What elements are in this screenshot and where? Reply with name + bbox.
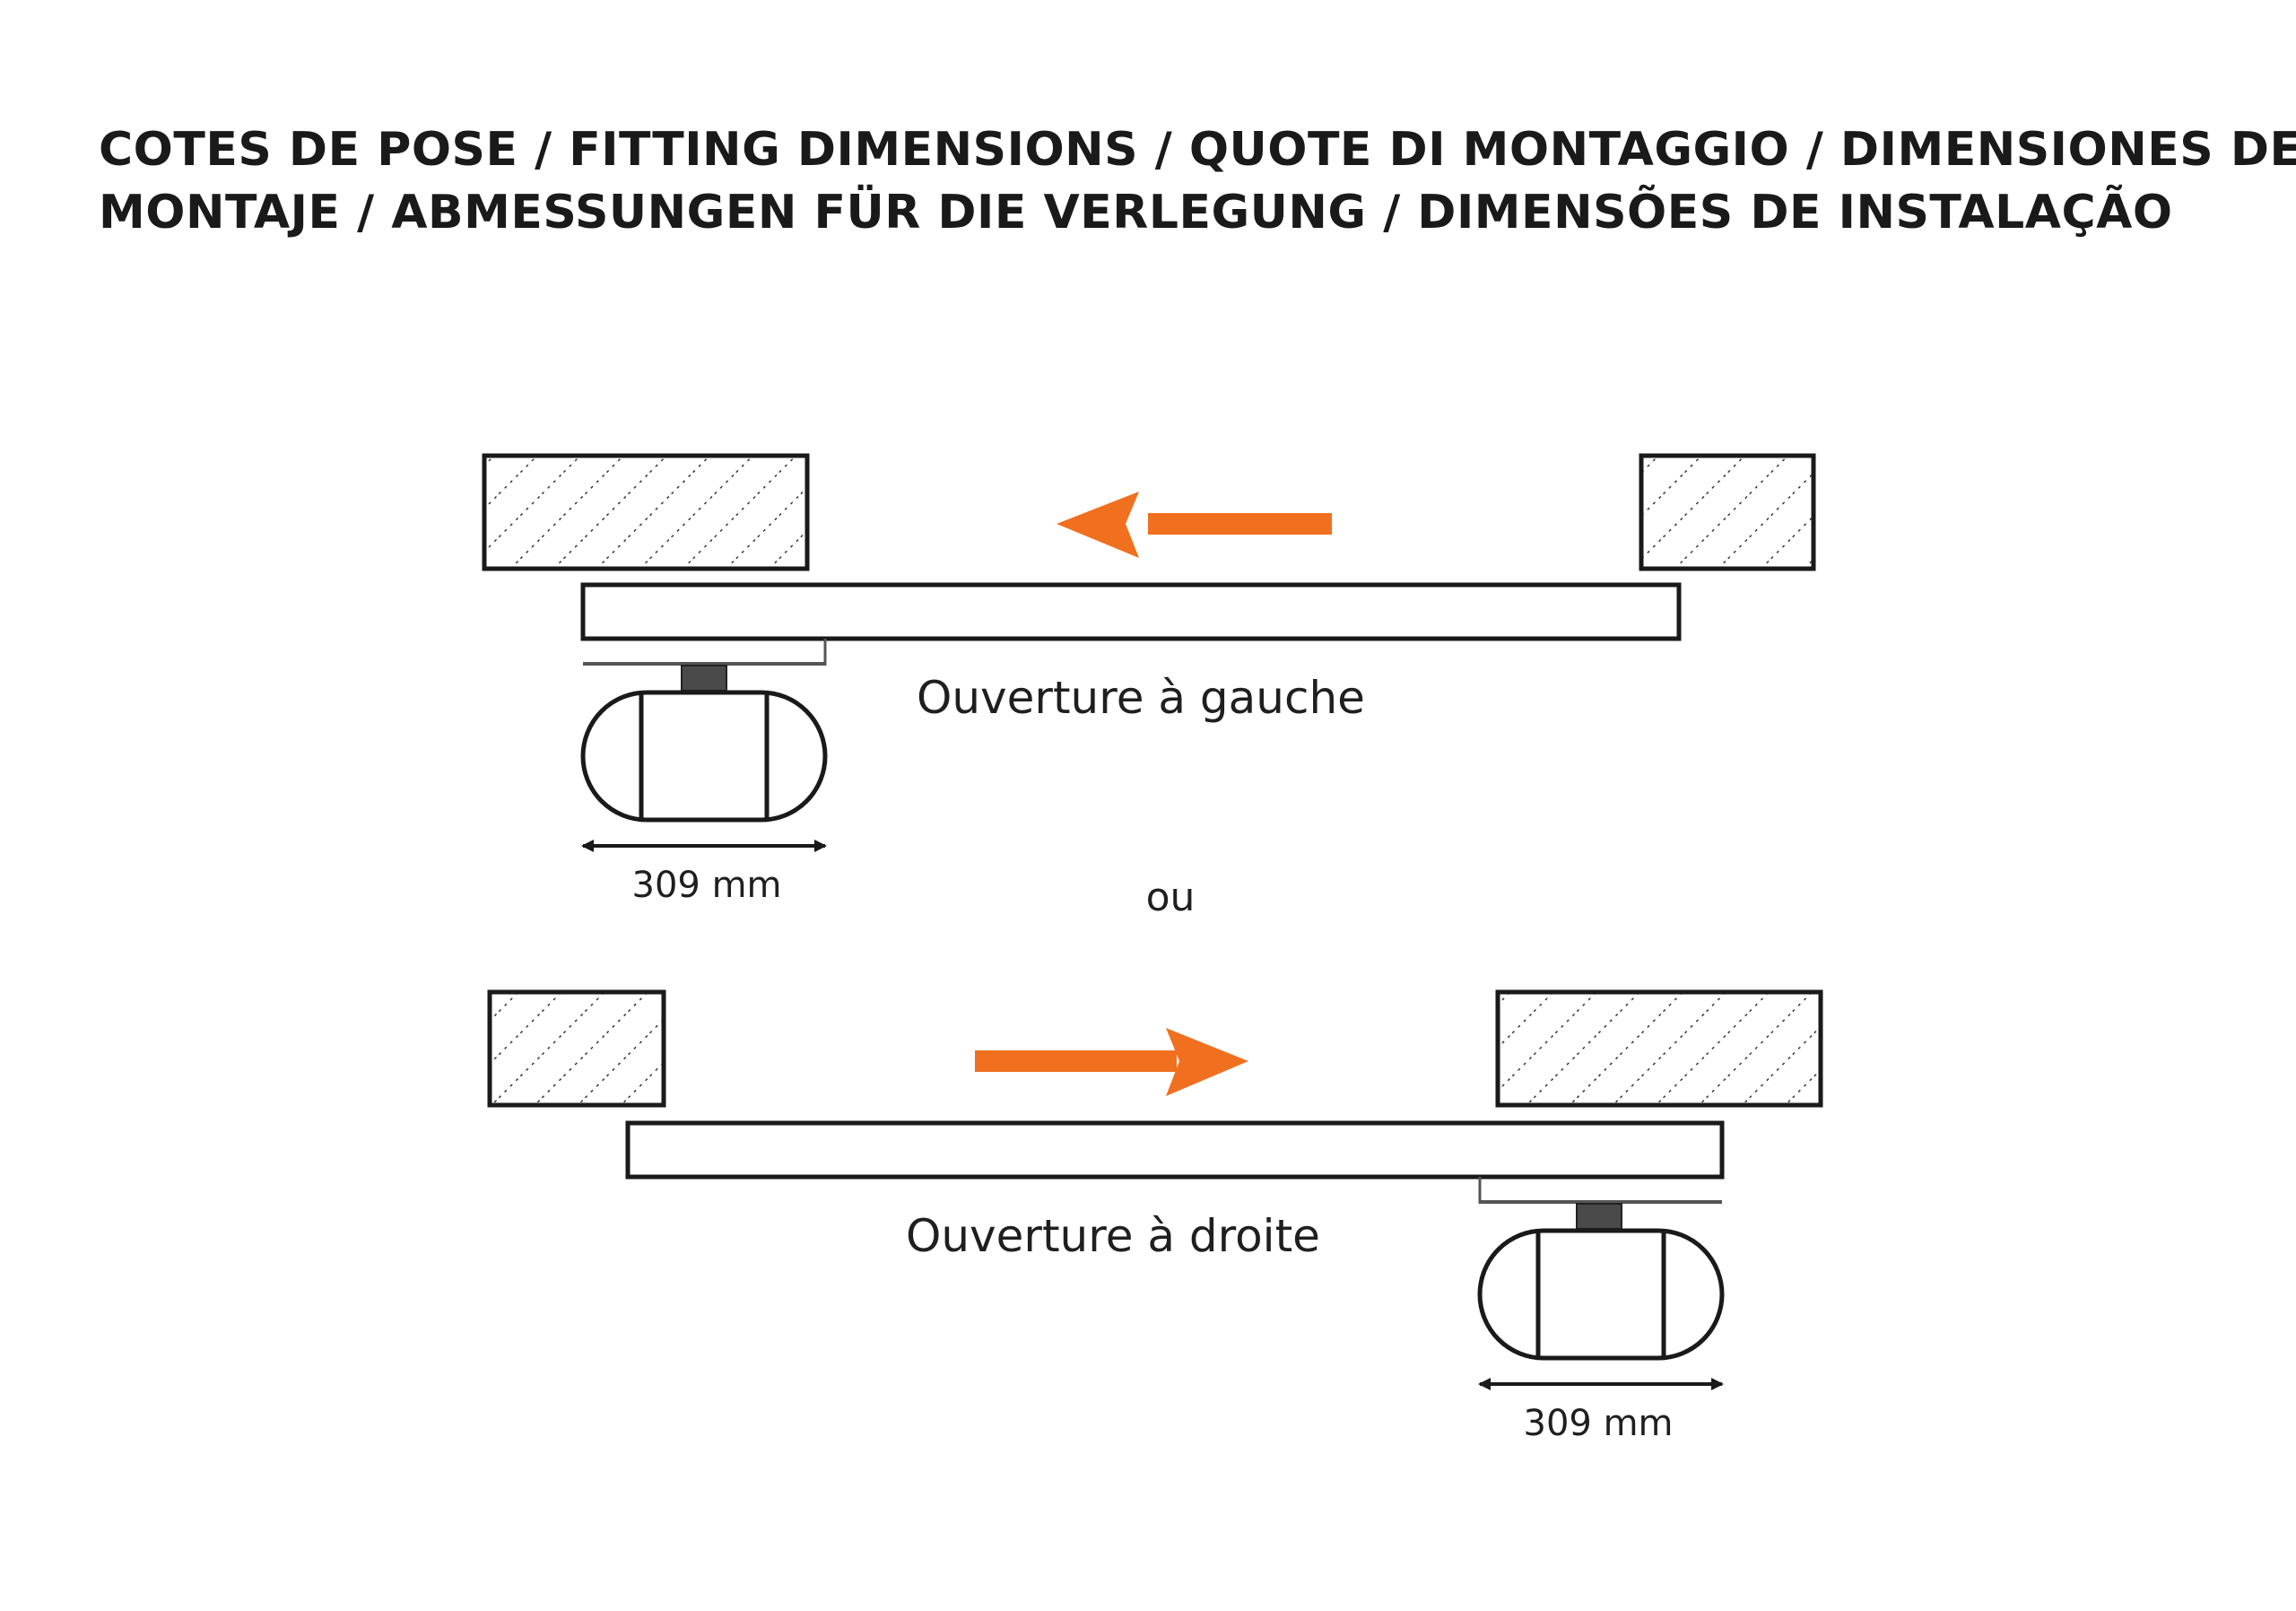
page-title: COTES DE POSE / FITTING DIMENSIONS / QUO… (99, 118, 2296, 244)
wall-pillar-left (487, 989, 666, 1108)
motor-body (580, 690, 828, 823)
opening-label: Ouverture à droite (906, 1210, 1320, 1262)
direction-arrow-left (1057, 492, 1332, 558)
motor-body (1477, 1228, 1725, 1361)
opening-label: Ouverture à gauche (917, 672, 1365, 724)
right-opening-diagram: 309 mm Ouverture à droite (487, 989, 1823, 1444)
motor-pinion (681, 665, 727, 692)
wall-pillar-right (1495, 989, 1823, 1108)
motor-bracket (1478, 1177, 1722, 1204)
title-line-2: MONTAJE / ABMESSUNGEN FÜR DIE VERLEGUNG … (99, 186, 2173, 239)
separator-text: ou (1146, 875, 1196, 920)
motor-bracket (583, 639, 827, 666)
dimension-label: 309 mm (1524, 1403, 1674, 1444)
gate-leaf (625, 1120, 1725, 1180)
motor-pinion (1576, 1203, 1622, 1230)
wall-pillar-right (1639, 453, 1816, 571)
dimension-label: 309 mm (632, 865, 782, 906)
direction-arrow-right (975, 1028, 1248, 1096)
wall-pillar-left (482, 453, 810, 571)
left-opening-diagram: 309 mm Ouverture à gauche (482, 453, 1816, 906)
title-line-1: COTES DE POSE / FITTING DIMENSIONS / QUO… (99, 123, 2296, 177)
gate-leaf (580, 582, 1682, 641)
